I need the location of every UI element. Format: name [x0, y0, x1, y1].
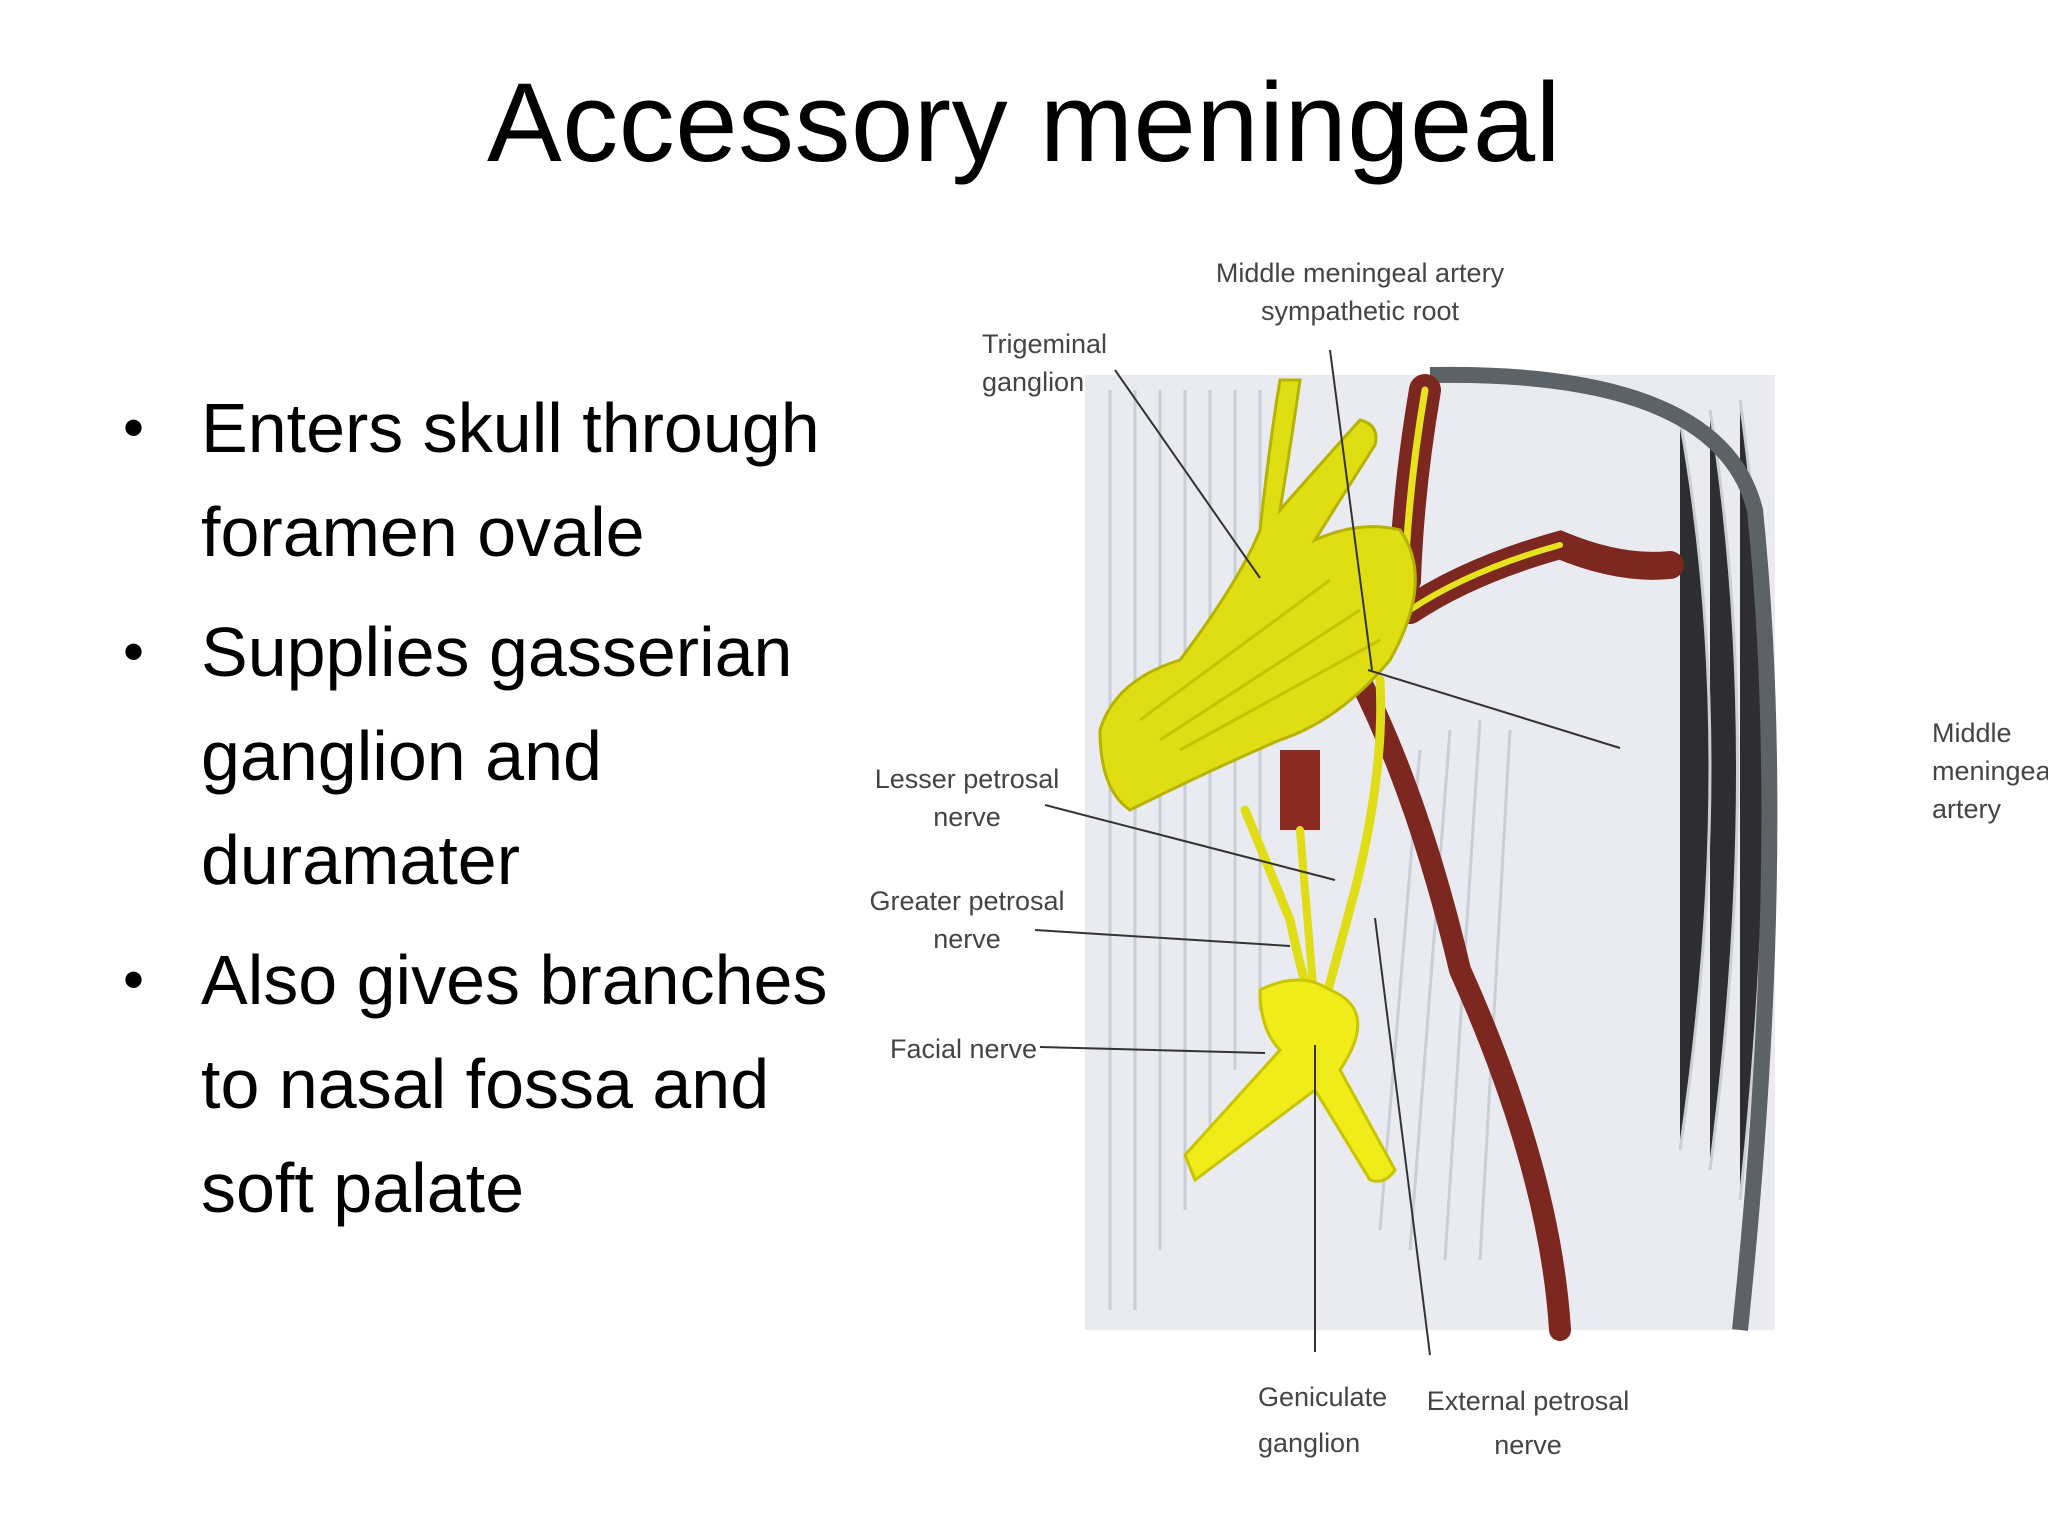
bullet-list: • Enters skull through foramen ovale • S…: [115, 376, 875, 1256]
bone-edge: [1429, 366, 1778, 1331]
anatomy-illustration: Trigeminal ganglion Middle meningeal art…: [869, 258, 2048, 1460]
label-facial-nerve: Facial nerve: [890, 1034, 1037, 1064]
bullet-text: Enters skull through foramen ovale: [201, 389, 820, 571]
leader-lines: [1034, 349, 1621, 1356]
label-greater-petrosal-2: nerve: [933, 924, 1001, 954]
label-lesser-petrosal: Lesser petrosal: [875, 764, 1060, 794]
label-middle-meningeal-artery-3: artery: [1932, 794, 2002, 824]
slide-title: Accessory meningeal: [487, 60, 1561, 185]
label-middle-meningeal-artery: Middle: [1932, 718, 2012, 748]
label-geniculate-ganglion-2: ganglion: [1258, 1428, 1360, 1458]
bullet-text: Also gives branches to nasal fossa and s…: [201, 941, 828, 1227]
label-external-petrosal-2: nerve: [1494, 1430, 1562, 1460]
label-middle-meningeal-sympathetic-2: sympathetic root: [1261, 296, 1460, 326]
label-middle-meningeal-sympathetic: Middle meningeal artery: [1216, 258, 1505, 288]
label-external-petrosal: External petrosal: [1427, 1386, 1630, 1416]
diagram-labels: Trigeminal ganglion Middle meningeal art…: [869, 258, 2048, 1460]
anatomy-diagram: Trigeminal ganglion Middle meningeal art…: [860, 250, 2048, 1480]
label-trigeminal-ganglion-2: ganglion: [982, 367, 1084, 397]
trigeminal-ganglion-shape: [1098, 378, 1417, 812]
bullet-item: • Supplies gasserian ganglion and durama…: [115, 600, 875, 912]
bullet-item: • Enters skull through foramen ovale: [115, 376, 875, 584]
artery-stub: [1280, 750, 1320, 830]
label-geniculate-ganglion: Geniculate: [1258, 1382, 1387, 1412]
bullet-item: • Also gives branches to nasal fossa and…: [115, 928, 875, 1240]
label-trigeminal-ganglion: Trigeminal: [982, 329, 1107, 359]
bullet-marker: •: [123, 946, 145, 1013]
bullet-marker: •: [123, 618, 145, 685]
label-middle-meningeal-artery-2: meningeal: [1932, 756, 2048, 786]
label-lesser-petrosal-2: nerve: [933, 802, 1001, 832]
geniculate-ganglion-shape: [1183, 978, 1397, 1183]
bullet-text: Supplies gasserian ganglion and duramate…: [201, 613, 793, 899]
bullet-marker: •: [123, 394, 145, 461]
label-greater-petrosal: Greater petrosal: [869, 886, 1064, 916]
